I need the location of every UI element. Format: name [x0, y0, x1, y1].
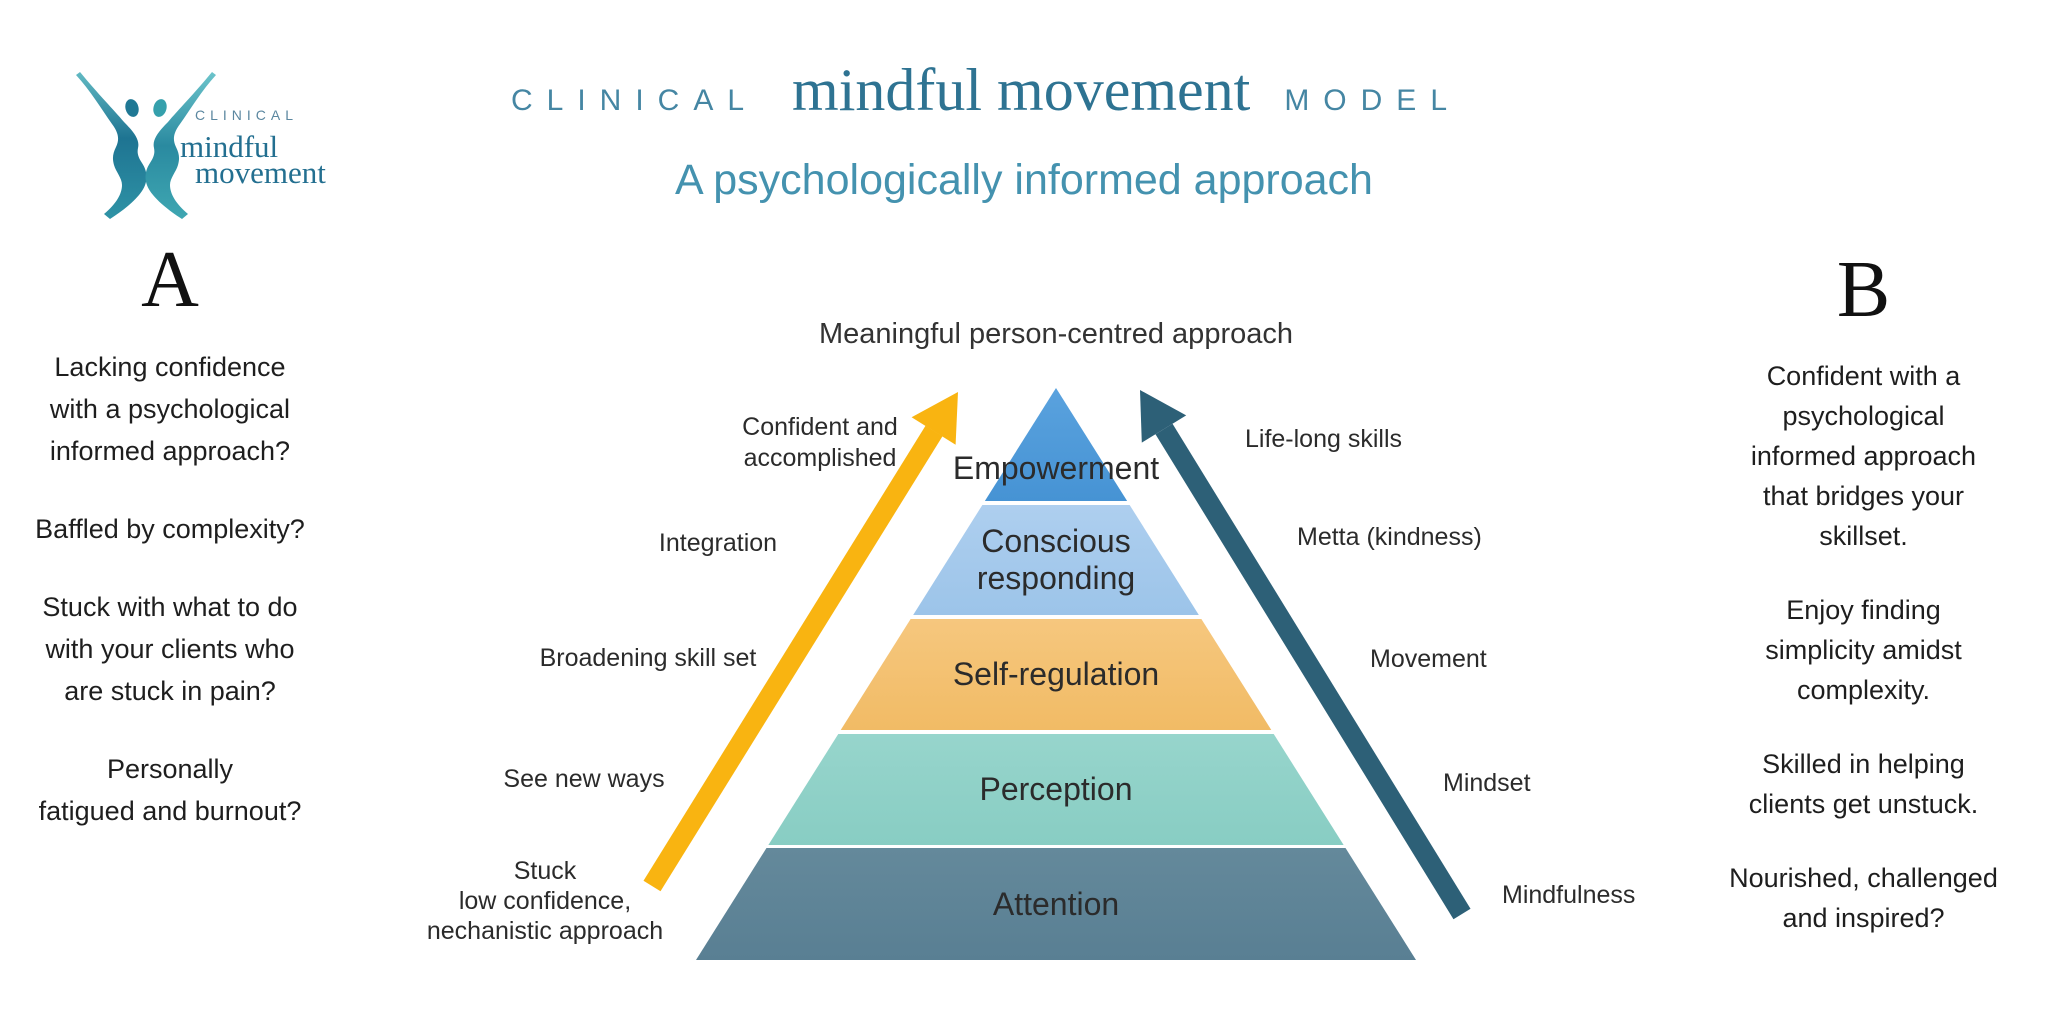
- column-b-item: Confident with a psychological informed …: [1750, 361, 1977, 551]
- column-a-item: Baffled by complexity?: [35, 514, 305, 544]
- column-a-item: Personally fatigued and burnout?: [38, 754, 302, 826]
- left-label-confident-accomplished: Confident and accomplished: [742, 413, 898, 472]
- logo-movement-text: movement: [195, 155, 326, 190]
- column-b-item: Skilled in helping clients get unstuck.: [1748, 749, 1979, 819]
- right-label-metta-kindness: Metta (kindness): [1297, 523, 1482, 551]
- logo-mindful-text: mindful: [180, 129, 278, 164]
- left-label-broadening-skill-set: Broadening skill set: [539, 644, 757, 672]
- column-a-item: Lacking confidence with a psychological …: [49, 352, 291, 466]
- title-clinical: CLINICAL: [511, 84, 759, 117]
- right-label-life-long-skills: Life-long skills: [1245, 425, 1403, 453]
- pyramid-layer-self-regulation: Self-regulation: [696, 619, 1416, 730]
- pyramid-layer-label: Attention: [992, 885, 1120, 922]
- title-mindful-movement: mindful movement: [792, 57, 1251, 123]
- logo-caps-text: CLINICAL: [195, 107, 298, 123]
- right-label-mindfulness: Mindfulness: [1502, 881, 1636, 909]
- pyramid-layer-label: Empowerment: [952, 450, 1160, 486]
- column-a: A Lacking confidence with a psychologica…: [15, 240, 325, 868]
- pyramid-layer-attention: Attention: [696, 848, 1416, 960]
- column-b-item: Enjoy finding simplicity amidst complexi…: [1765, 595, 1962, 705]
- column-b-heading: B: [1836, 246, 1891, 334]
- clinical-mindful-movement-logo: CLINICAL mindful movement: [76, 72, 326, 219]
- pyramid-layer-conscious-responding: Conscious responding: [696, 505, 1416, 615]
- left-label-integration: Integration: [658, 529, 778, 557]
- pyramid-caption: Meaningful person-centred approach: [819, 318, 1293, 350]
- page-subtitle: A psychologically informed approach: [675, 156, 1373, 204]
- page-title: CLINICAL mindful movement MODEL: [0, 56, 2048, 125]
- title-model: MODEL: [1284, 84, 1461, 117]
- column-b-item: Nourished, challenged and inspired?: [1729, 863, 1998, 933]
- column-a-item: Stuck with what to do with your clients …: [42, 592, 298, 706]
- right-label-mindset: Mindset: [1443, 769, 1531, 797]
- column-a-heading: A: [141, 236, 199, 324]
- pyramid-layer-perception: Perception: [696, 734, 1416, 845]
- left-label-see-new-ways: See new ways: [503, 765, 665, 793]
- right-label-movement: Movement: [1370, 645, 1487, 673]
- pyramid-layer-label: Self-regulation: [952, 656, 1160, 692]
- pyramid-layer-empowerment: Empowerment: [696, 388, 1416, 501]
- left-label-stuck: Stuck low confidence, nechanistic approa…: [426, 857, 664, 945]
- dancing-figures-icon: [76, 72, 216, 219]
- pyramid-layer-label: Conscious responding: [976, 523, 1136, 596]
- pyramid-layer-label: Perception: [979, 771, 1133, 807]
- column-b: B Confident with a psychological informe…: [1706, 250, 2021, 972]
